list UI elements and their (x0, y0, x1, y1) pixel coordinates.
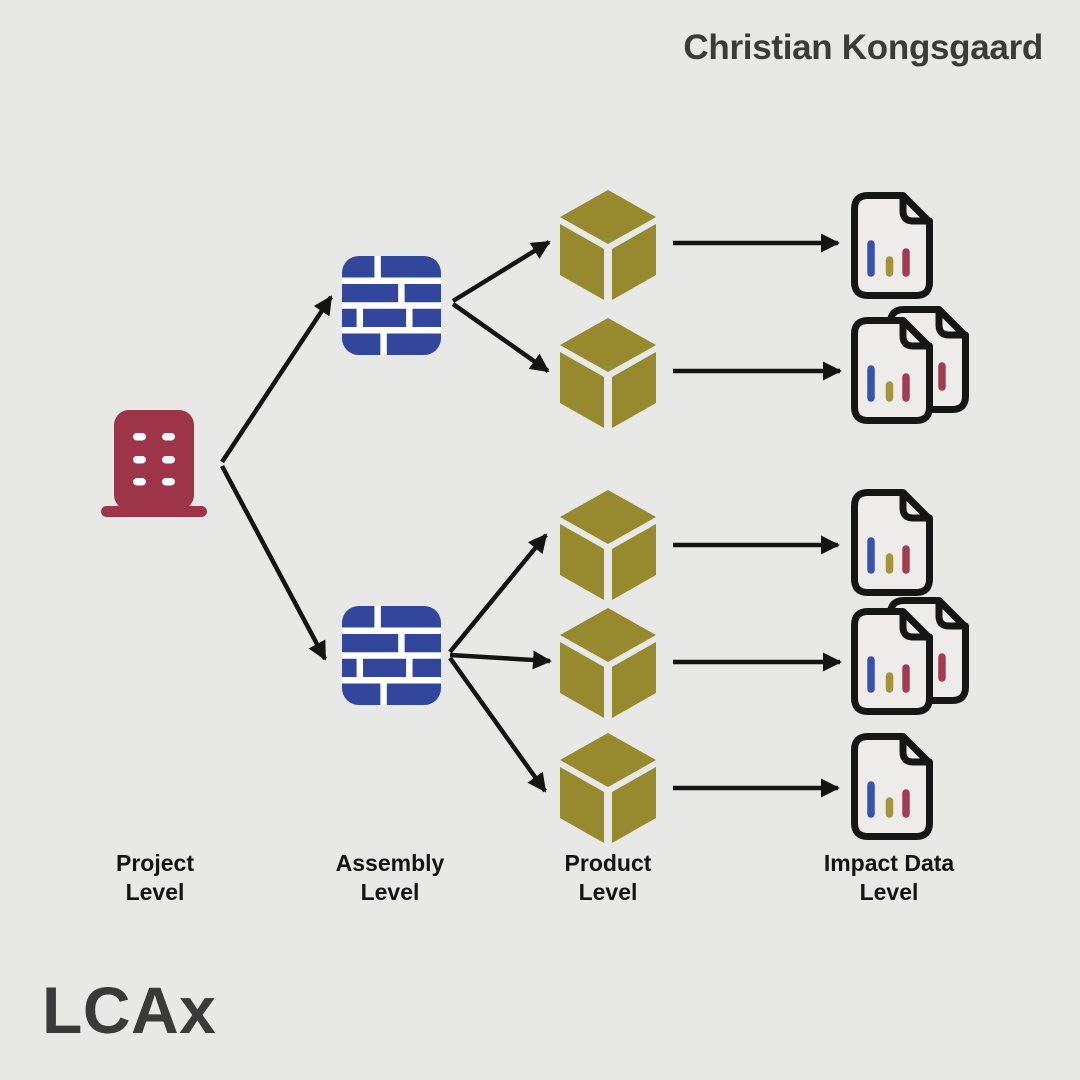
product-cube-icon (558, 733, 658, 843)
assembly-brick-wall-icon (342, 256, 441, 355)
product-cube-icon (558, 490, 658, 600)
label-assembly-level: Assembly Level (280, 849, 500, 907)
author-title: Christian Kongsgaard (683, 28, 1043, 67)
label-product-level: Product Level (498, 849, 718, 907)
label-line: Assembly (335, 850, 445, 876)
label-line: Product (564, 850, 652, 876)
product-cube-icon (558, 190, 658, 300)
impact-documents-stack-icon (847, 597, 973, 715)
impact-document-chart-icon (847, 733, 937, 840)
label-line: Level (859, 879, 919, 905)
label-line: Level (125, 879, 185, 905)
label-line: Impact Data (823, 850, 955, 876)
impact-document-chart-icon (847, 489, 937, 596)
lcax-logo: LCAx (42, 973, 217, 1047)
label-impact-data-level: Impact Data Level (779, 849, 999, 907)
label-line: Project (116, 850, 194, 876)
product-cube-icon (558, 318, 658, 428)
label-project-level: Project Level (45, 849, 265, 907)
label-line: Level (578, 879, 638, 905)
impact-document-chart-icon (847, 192, 937, 299)
impact-documents-stack-icon (847, 306, 973, 424)
project-building-icon (101, 410, 207, 518)
label-line: Level (360, 879, 420, 905)
product-cube-icon (558, 608, 658, 718)
assembly-brick-wall-icon (342, 606, 441, 705)
